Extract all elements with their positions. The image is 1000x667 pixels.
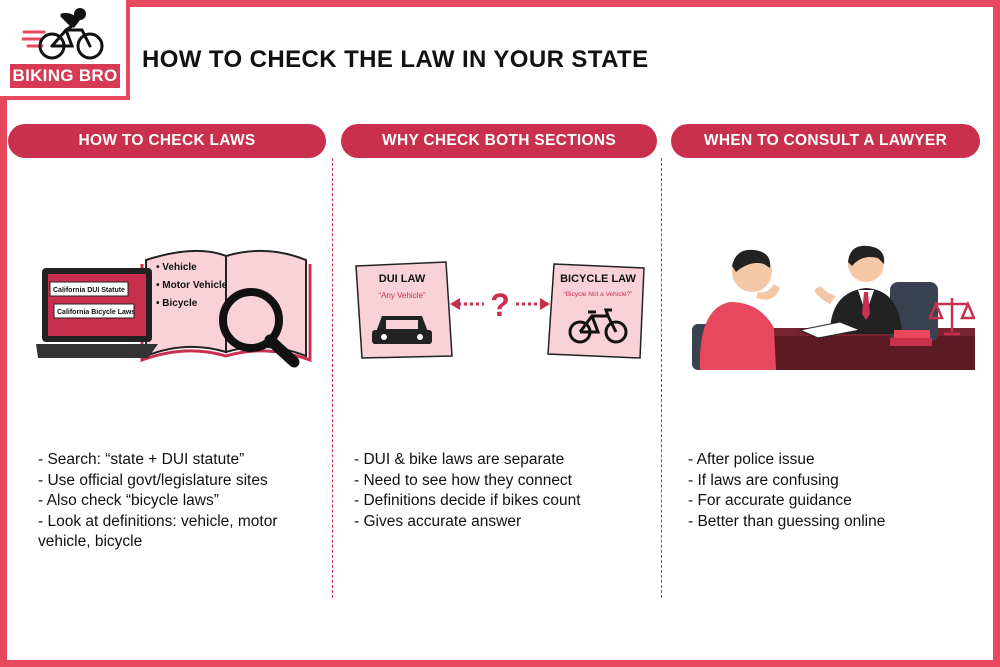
column-heading-why-check-both: WHY CHECK BOTH SECTIONS bbox=[341, 124, 657, 158]
list-item: - Look at definitions: vehicle, motor ve… bbox=[38, 512, 278, 551]
cyclist-icon bbox=[22, 8, 104, 60]
law-book-icon: • Vehicle • Motor Vehicle • Bicycle bbox=[140, 249, 312, 363]
list-item: - Need to see how they connect bbox=[354, 471, 572, 489]
book-item: • Bicycle bbox=[156, 298, 198, 309]
list-item: - Better than guessing online bbox=[688, 512, 886, 530]
comparison-connector: ? bbox=[450, 287, 550, 323]
list-item: - Search: “state + DUI statute” bbox=[38, 451, 245, 468]
list-item: - Gives accurate answer bbox=[354, 512, 522, 530]
page-title: HOW TO CHECK THE LAW IN YOUR STATE bbox=[142, 46, 649, 73]
client-lawyer-consultation-icon bbox=[692, 245, 975, 370]
bullet-list-consult-lawyer: - After police issue - If laws are confu… bbox=[688, 450, 978, 532]
svg-text:DUI LAW: DUI LAW bbox=[379, 273, 426, 285]
laptop-icon: California DUI Statute California Bicycl… bbox=[36, 268, 158, 358]
column-heading-consult-lawyer: WHEN TO CONSULT A LAWYER bbox=[671, 124, 980, 158]
bullet-list-why-check-both: - DUI & bike laws are separate - Need to… bbox=[354, 450, 654, 532]
brand-logo[interactable]: BIKING BRO bbox=[0, 0, 130, 100]
list-item: - After police issue bbox=[688, 451, 815, 468]
bicycle-icon bbox=[568, 308, 628, 344]
list-item: - DUI & bike laws are separate bbox=[354, 451, 565, 468]
dui-law-vs-bicycle-law-icon: DUI LAW “Any Vehicle” ? BICYCLE LAW “Bic… bbox=[355, 261, 645, 359]
dui-law-card: DUI LAW “Any Vehicle” bbox=[355, 261, 453, 359]
list-item: - For accurate guidance bbox=[688, 492, 852, 509]
list-item: - Definitions decide if bikes count bbox=[354, 492, 581, 509]
magnifier-icon bbox=[219, 288, 300, 368]
lawyer-figure bbox=[814, 245, 902, 334]
column-divider bbox=[332, 158, 333, 598]
column-heading-how-to-check-laws: HOW TO CHECK LAWS bbox=[8, 124, 326, 158]
laptop-and-law-book-with-magnifier-icon: • Vehicle • Motor Vehicle • Bicycle Cali… bbox=[36, 249, 312, 368]
bicycle-law-card: BICYCLE LAW “Bicycle Not a Vehicle?” bbox=[547, 263, 645, 359]
car-icon bbox=[372, 316, 432, 344]
brand-name: BIKING BRO bbox=[10, 64, 120, 88]
list-item: - Also check “bicycle laws” bbox=[38, 492, 219, 509]
svg-text:“Any Vehicle”: “Any Vehicle” bbox=[378, 291, 425, 300]
screen-tab: California DUI Statute bbox=[53, 287, 125, 294]
bullet-list-how-to-check: - Search: “state + DUI statute” - Use of… bbox=[38, 450, 323, 553]
column-divider bbox=[661, 158, 662, 598]
book-item: • Motor Vehicle bbox=[156, 280, 228, 291]
list-item: - Use official govt/legislature sites bbox=[38, 471, 268, 489]
list-item: - If laws are confusing bbox=[688, 471, 839, 489]
book-item: • Vehicle bbox=[156, 262, 197, 273]
svg-text:BICYCLE LAW: BICYCLE LAW bbox=[560, 273, 636, 285]
screen-tab: California Bicycle Laws bbox=[57, 309, 135, 316]
scales-of-justice-icon bbox=[928, 298, 975, 336]
question-mark: ? bbox=[490, 287, 510, 323]
svg-text:“Bicycle Not a Vehicle?”: “Bicycle Not a Vehicle?” bbox=[564, 291, 633, 298]
client-figure bbox=[699, 249, 780, 370]
